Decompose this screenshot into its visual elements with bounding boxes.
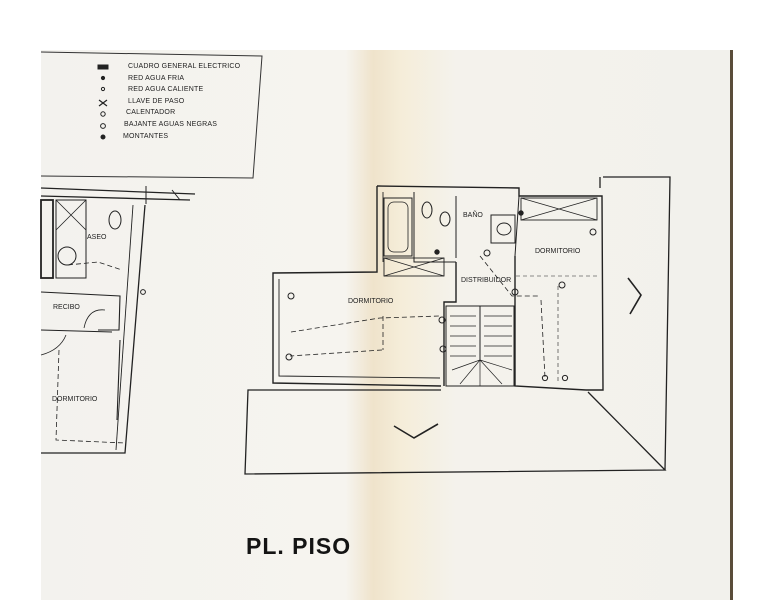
plan-title: PL. PISO xyxy=(246,533,352,559)
room-label-distribuidor: DISTRIBUIDOR xyxy=(461,277,512,284)
legend-item-heater: CALENTADOR xyxy=(126,109,176,116)
drawing-sheet xyxy=(41,50,733,600)
room-label-bano: BAÑO xyxy=(463,212,483,219)
room-label-dormitorio-right: DORMITORIO xyxy=(535,248,581,255)
room-label-aseo: ASEO xyxy=(87,234,107,241)
legend-box xyxy=(40,51,263,179)
legend-symbols xyxy=(97,64,109,140)
room-label-recibo: RECIBO xyxy=(53,304,80,311)
main-plan xyxy=(272,185,604,391)
legend-item-drain: BAJANTE AGUAS NEGRAS xyxy=(124,121,218,128)
legend-item-valve: LLAVE DE PASO xyxy=(128,98,185,105)
legend-item-hot-water: RED AGUA CALIENTE xyxy=(128,86,204,93)
legend-item-cold-water: RED AGUA FRIA xyxy=(128,75,185,82)
terrace-outline xyxy=(244,176,671,475)
room-label-dormitorio-left: DORMITORIO xyxy=(52,396,98,403)
room-label-dormitorio-main: DORMITORIO xyxy=(348,298,394,305)
legend-item-electric-panel: CUADRO GENERAL ELECTRICO xyxy=(128,63,241,70)
left-plan xyxy=(40,186,196,454)
legend-item-riser: MONTANTES xyxy=(123,133,169,140)
